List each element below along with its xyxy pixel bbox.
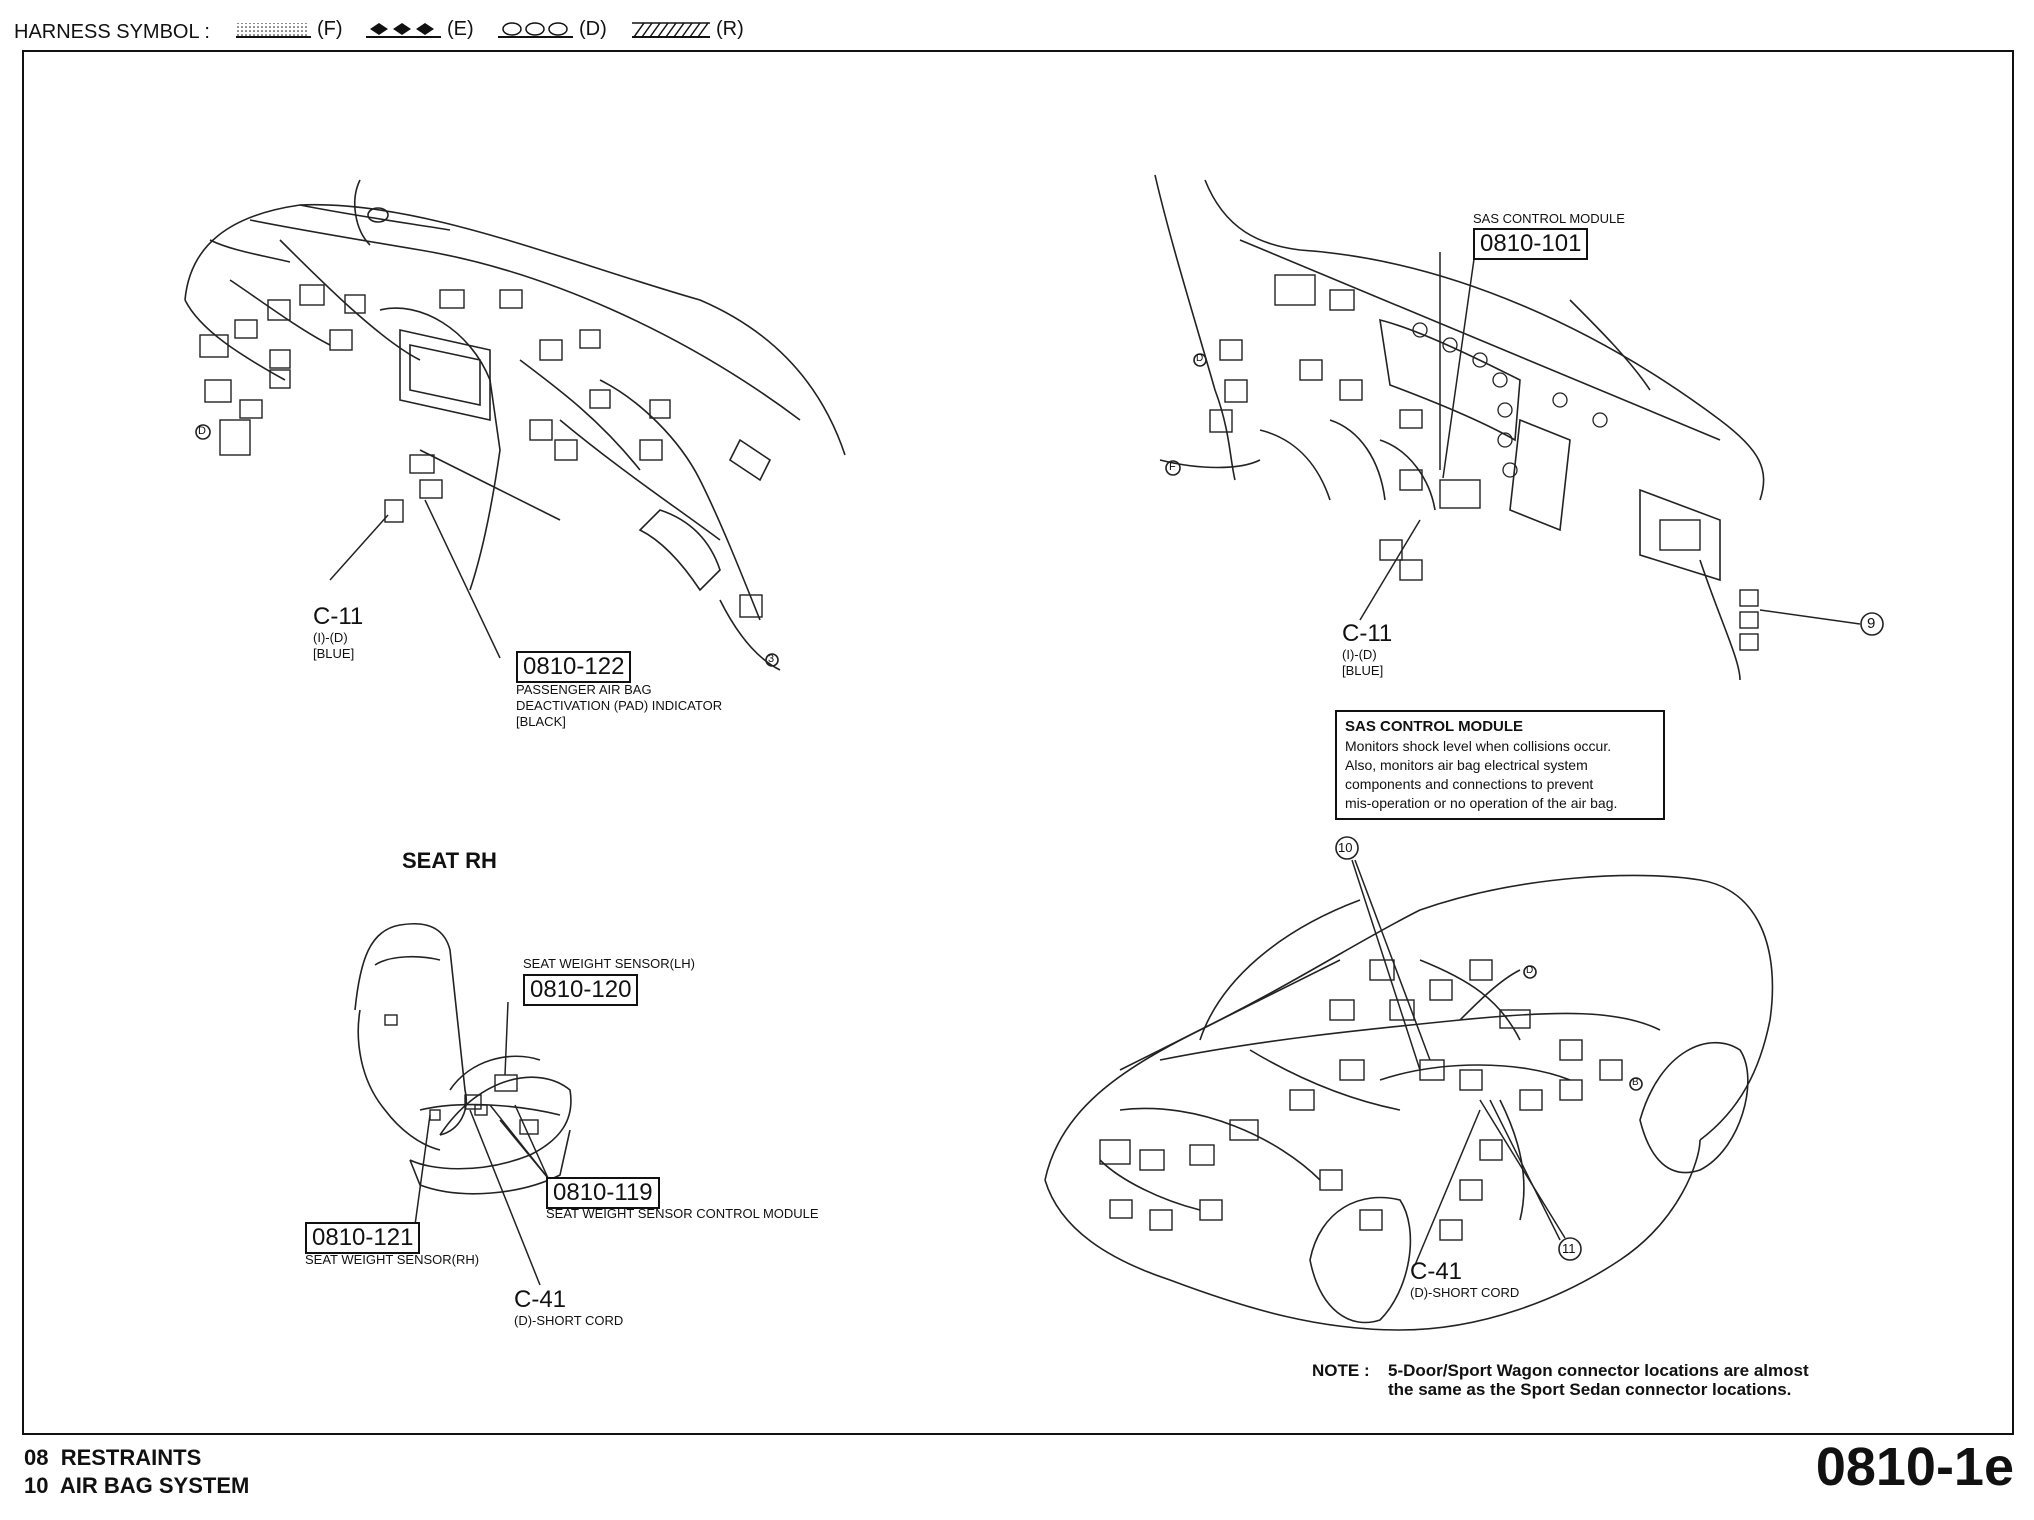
footer-section-line2: 10 AIR BAG SYSTEM	[24, 1473, 250, 1498]
sas-info-title: SAS CONTROL MODULE	[1345, 718, 1524, 735]
legend-item-r: (R)	[632, 18, 744, 41]
seat-control-module-code: 0810-119	[546, 1177, 660, 1209]
marker-9-label: 9	[1867, 615, 1876, 632]
seat-sensor-lh-code: 0810-120	[523, 974, 639, 1006]
sas-module-label: SAS CONTROL MODULE	[1473, 211, 1625, 226]
c41-seat-id: C-41	[514, 1286, 567, 1313]
marker-3-left	[765, 653, 779, 667]
note-line-1: 5-Door/Sport Wagon connector locations a…	[1388, 1361, 1809, 1380]
marker-d-right-label: D	[1196, 353, 1204, 364]
marker-3-left-label: 3	[768, 653, 775, 665]
footer-section-line1: 08 RESTRAINTS	[24, 1445, 202, 1470]
seat-title: SEAT RH	[402, 848, 497, 873]
c11-right-sub: (I)-(D)	[1342, 647, 1377, 662]
marker-f-right	[1165, 460, 1181, 476]
c41-car-sub: (D)-SHORT CORD	[1410, 1285, 1520, 1300]
c11-right-color: [BLUE]	[1342, 663, 1384, 678]
marker-11	[1558, 1237, 1582, 1261]
right-dashboard-drawing	[1154, 174, 1884, 681]
left-dashboard-drawing	[184, 179, 846, 671]
legend-label-r: (R)	[716, 18, 744, 40]
legend-item-d: (D)	[498, 18, 607, 41]
note-label: NOTE :	[1312, 1361, 1370, 1380]
marker-b-car	[1629, 1077, 1643, 1091]
legend-label-e: (E)	[447, 18, 474, 40]
marker-f-right-label: F	[1169, 461, 1176, 473]
marker-9	[1860, 612, 1884, 636]
sas-info-line-2: Also, monitors air bag electrical system	[1345, 757, 1588, 773]
dotted-harness-icon	[236, 22, 311, 38]
circle-harness-icon	[498, 21, 573, 38]
pad-indicator-line2: DEACTIVATION (PAD) INDICATOR	[516, 698, 723, 713]
marker-d-right	[1193, 353, 1207, 367]
marker-d-left-label: D	[198, 425, 206, 437]
seat-sensor-rh-label: SEAT WEIGHT SENSOR(RH)	[305, 1252, 480, 1267]
sas-info-line-3: components and connections to prevent	[1345, 776, 1594, 792]
seat-sensor-rh-code: 0810-121	[305, 1222, 421, 1254]
page-number: 0810-1e	[1815, 1437, 2014, 1497]
marker-11-label: 11	[1562, 1241, 1576, 1256]
c41-car-id: C-41	[1410, 1258, 1463, 1285]
legend-label-f: (F)	[317, 18, 343, 40]
note-line-2: the same as the Sport Sedan connector lo…	[1388, 1380, 1792, 1399]
sas-info-line-1: Monitors shock level when collisions occ…	[1345, 738, 1612, 754]
c11-left-color: [BLUE]	[313, 646, 355, 661]
c11-left-id: C-11	[313, 603, 364, 630]
seat-control-module-label: SEAT WEIGHT SENSOR CONTROL MODULE	[546, 1206, 819, 1221]
c11-right-id: C-11	[1342, 620, 1393, 647]
car-drawing	[1044, 836, 1774, 1331]
seat-sensor-lh-label: SEAT WEIGHT SENSOR(LH)	[523, 956, 695, 971]
pad-indicator-code: 0810-122	[516, 651, 632, 683]
hatch-harness-icon	[632, 21, 710, 38]
diagram-frame	[22, 50, 2014, 1435]
c11-left-sub: (I)-(D)	[313, 630, 348, 645]
marker-d-car-label: D	[1526, 965, 1534, 976]
c41-seat-sub: (D)-SHORT CORD	[514, 1313, 624, 1328]
sas-info-box: SAS CONTROL MODULE Monitors shock level …	[1335, 710, 1665, 820]
harness-symbol-title: HARNESS SYMBOL :	[14, 21, 210, 43]
marker-d-car	[1523, 965, 1537, 979]
pad-indicator-line3: [BLACK]	[516, 714, 566, 729]
marker-10-label: 10	[1338, 840, 1353, 855]
legend-label-d: (D)	[579, 18, 607, 40]
diamond-harness-icon	[366, 22, 441, 38]
marker-b-car-label: B	[1632, 1077, 1639, 1088]
legend-item-f: (F)	[236, 18, 343, 41]
legend-item-e: (E)	[366, 18, 474, 41]
marker-10	[1335, 836, 1359, 860]
sas-info-line-4: mis-operation or no operation of the air…	[1345, 795, 1618, 811]
sas-module-code: 0810-101	[1473, 228, 1589, 260]
seat-drawing	[354, 923, 572, 1286]
pad-indicator-line1: PASSENGER AIR BAG	[516, 682, 652, 697]
marker-d-left	[195, 424, 211, 440]
